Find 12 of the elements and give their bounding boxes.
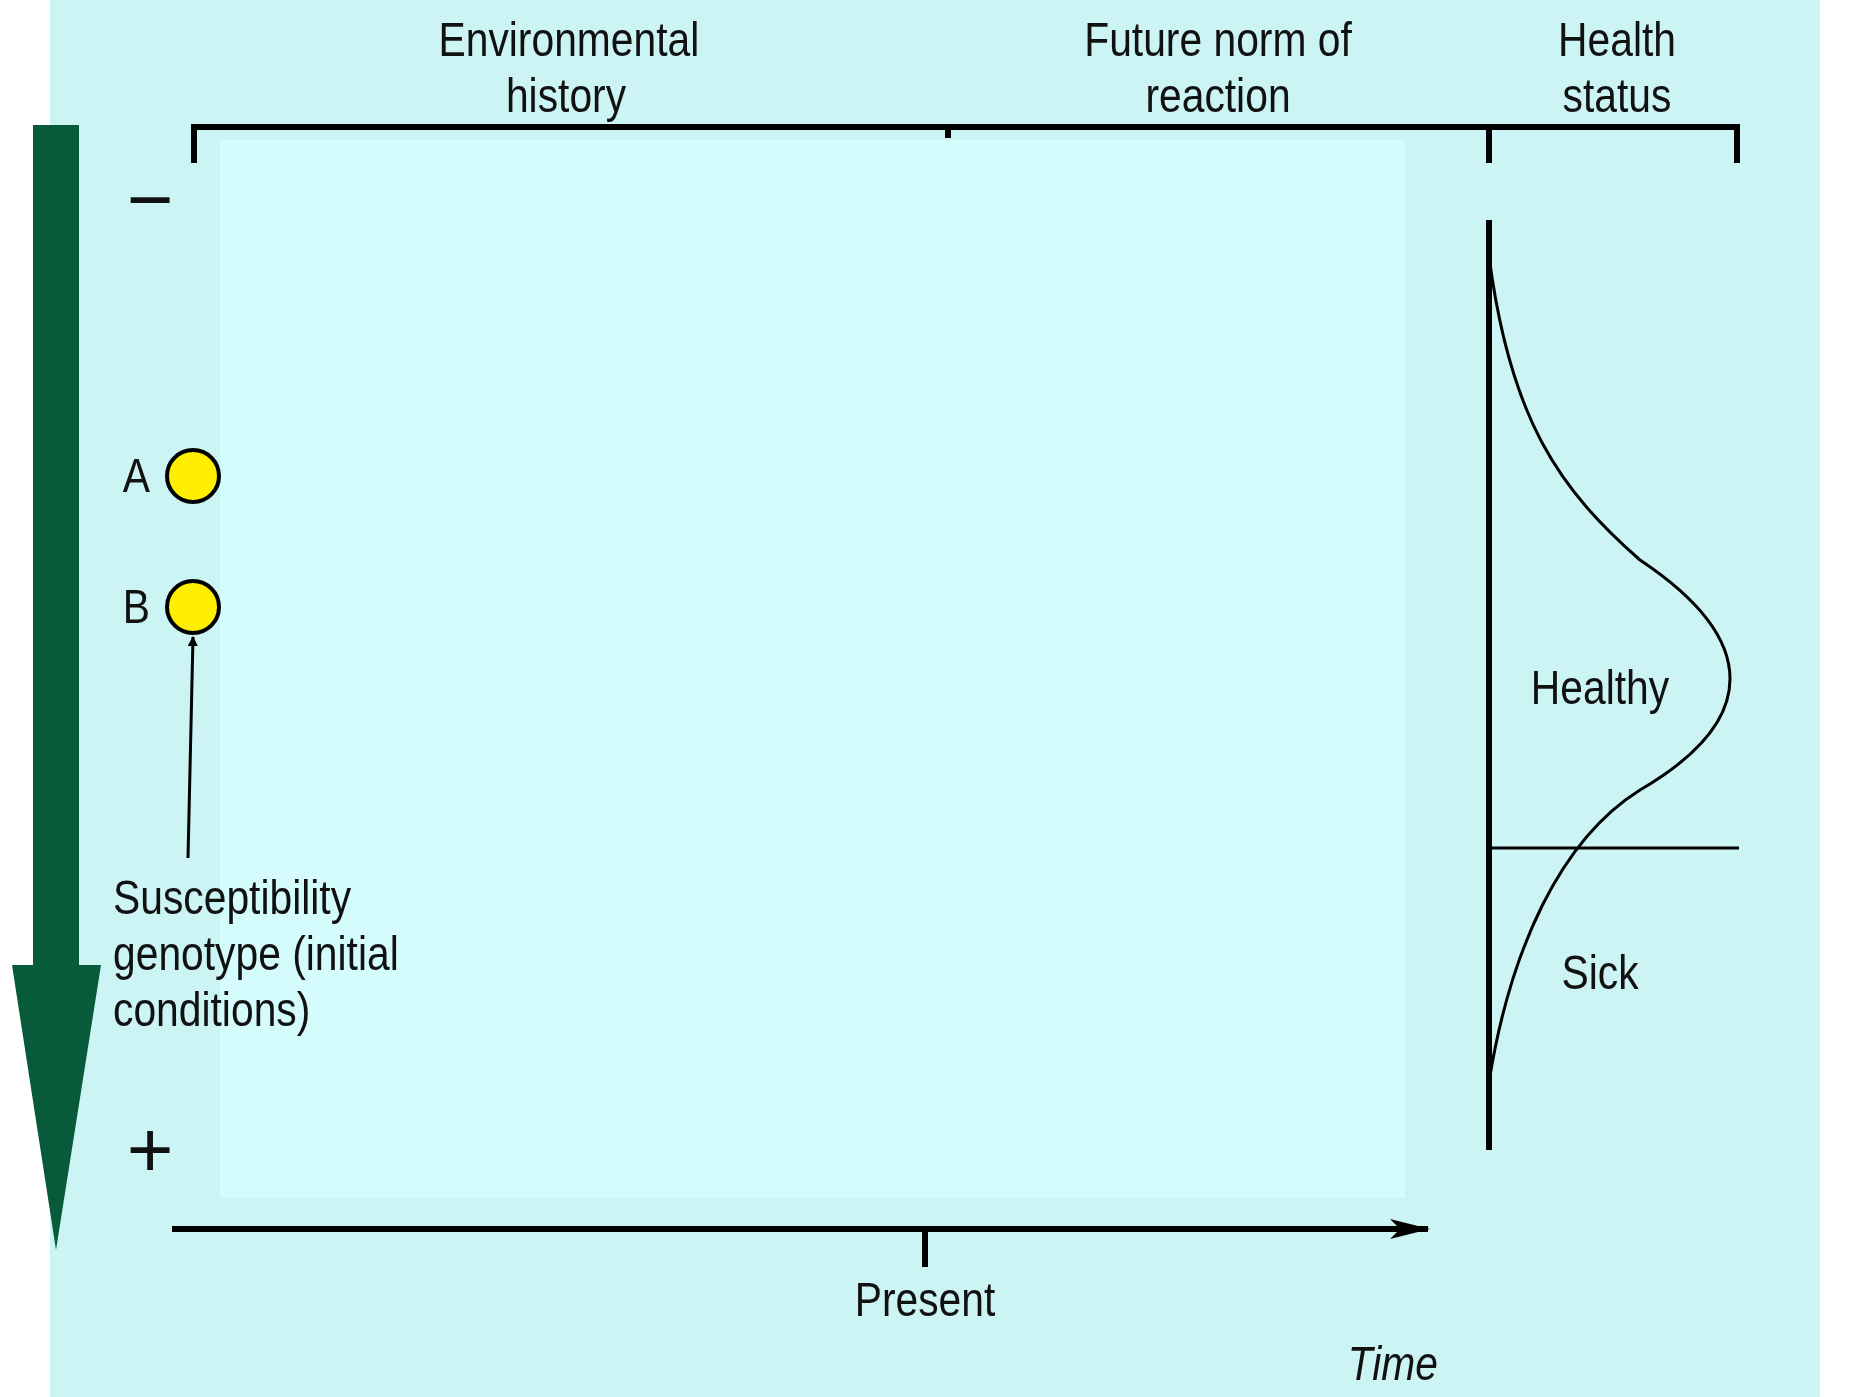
axis-label: Present — [853, 1272, 997, 1328]
genotype-label: A — [121, 448, 150, 504]
annotation-text: Susceptibility genotype (initial conditions) — [113, 870, 487, 1038]
heading: Future norm of reaction — [1083, 12, 1353, 124]
plus-sign: + — [125, 1110, 175, 1190]
heading: Health status — [1557, 12, 1677, 124]
curve-label: Sick — [1560, 945, 1640, 1001]
arrow — [186, 636, 198, 859]
minus-sign: − — [125, 160, 175, 240]
axis-title: Time — [1346, 1336, 1438, 1392]
curve-label: Healthy — [1529, 660, 1671, 716]
genotype-label: B — [121, 579, 150, 635]
